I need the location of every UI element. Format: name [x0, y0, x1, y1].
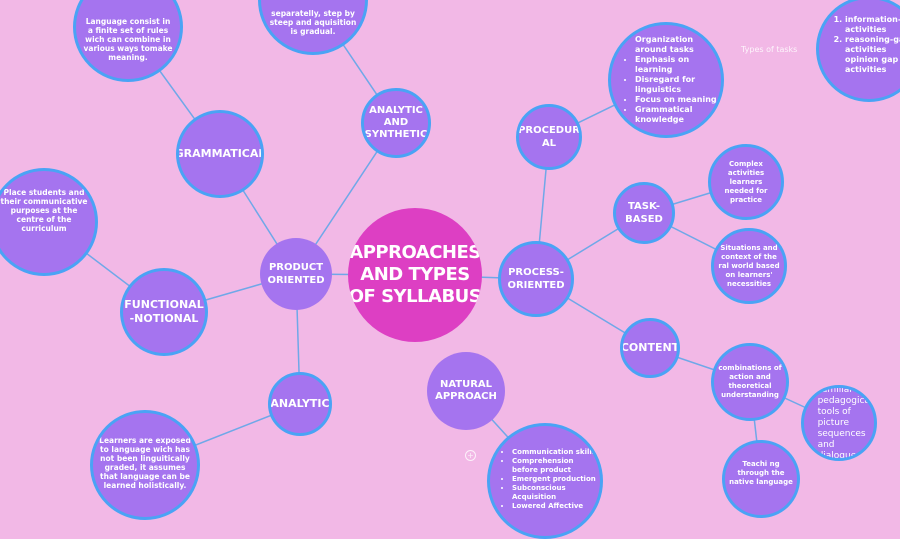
process-oriented-node[interactable]: PROCESS-ORIENTED: [498, 241, 574, 317]
plus-circle-icon[interactable]: +: [465, 450, 476, 461]
procedural-list: Organization around tasks Enphasis on le…: [623, 35, 721, 125]
content-combinations-desc: combinations of action and theoretical u…: [711, 343, 789, 421]
task-based-node[interactable]: TASK-BASED: [613, 182, 675, 244]
analytic-node[interactable]: ANALYTIC: [268, 372, 332, 436]
functional-desc: Place students and their communicative p…: [0, 168, 98, 276]
content-native-desc: Teachi ng through the native language: [722, 440, 800, 518]
center-title-node[interactable]: APPROACHES AND TYPES OF SYLLABUS: [348, 208, 482, 342]
natural-list: Communication skills Comprehension befor…: [500, 448, 600, 511]
types-of-tasks-list: information-gap activities reasoning-gap…: [833, 15, 900, 75]
product-oriented-node[interactable]: PRODUCT ORIENTED: [260, 238, 332, 310]
analytic-synthetic-node[interactable]: ANALYTIC AND SYNTHETIC: [361, 88, 431, 158]
procedural-node[interactable]: PROCEDUR AL: [516, 104, 582, 170]
grammatical-node[interactable]: GRAMMATICAL: [176, 110, 264, 198]
natural-list-node: Communication skills Comprehension befor…: [487, 423, 603, 539]
types-of-tasks-label: Types of tasks: [741, 45, 798, 54]
types-of-tasks-node: information-gap activities reasoning-gap…: [816, 0, 900, 102]
procedural-list-node: Organization around tasks Enphasis on le…: [608, 22, 724, 138]
content-familiar-desc: Familiar pedagogical tools of picture se…: [801, 385, 877, 461]
task-situations-desc: Situations and context of the ral world …: [711, 228, 787, 304]
natural-approach-node[interactable]: NATURAL APPROACH: [427, 352, 505, 430]
functional-notional-node[interactable]: FUNCTIONAL -NOTIONAL: [120, 268, 208, 356]
analytic-desc: Learners are exposed to language wich ha…: [90, 410, 200, 520]
task-complex-desc: Complex activities learners needed for p…: [708, 144, 784, 220]
content-node[interactable]: CONTENT: [620, 318, 680, 378]
